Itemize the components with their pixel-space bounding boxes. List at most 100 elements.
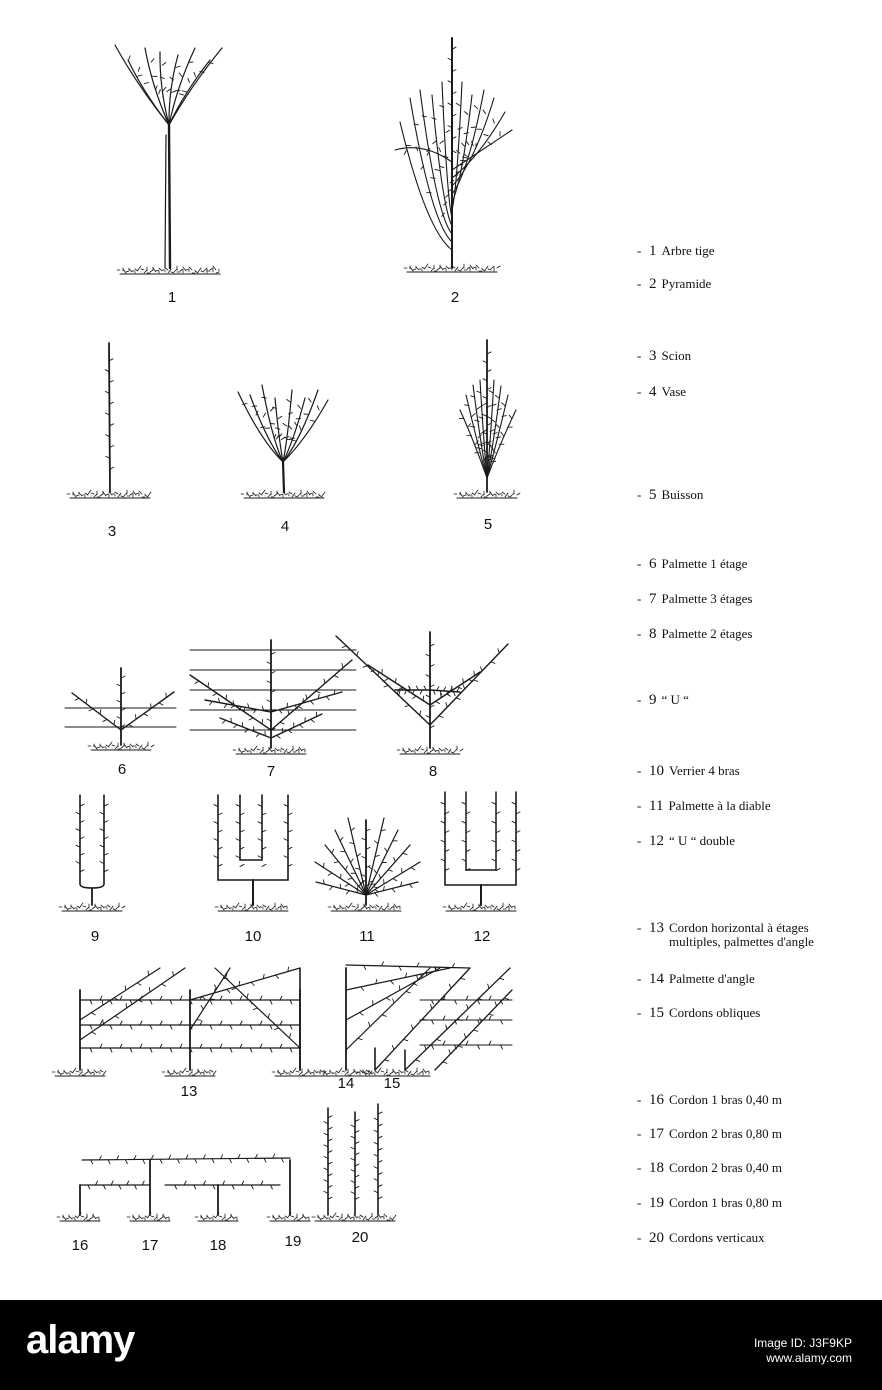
legend-label: Palmette 2 étages [662, 626, 753, 641]
figure-number-18: 18 [198, 1237, 238, 1254]
legend-number: 20 [649, 1230, 664, 1246]
figure-number-9: 9 [75, 928, 115, 945]
legend-dash: - [637, 1161, 649, 1175]
legend-dash: - [637, 799, 649, 813]
legend-label: Scion [662, 348, 692, 363]
figure-number-7: 7 [251, 763, 291, 780]
legend-label: Cordon 2 bras 0,40 m [669, 1160, 782, 1175]
legend-label: Palmette à la diable [668, 798, 770, 813]
legend-number: 10 [649, 763, 664, 779]
legend-number: 3 [649, 348, 657, 364]
figure-5-buisson [454, 340, 520, 498]
legend-item-15: -15Cordons obliques [637, 1006, 760, 1020]
legend-item-10: -10 Verrier 4 bras [637, 764, 740, 778]
legend-dash: - [637, 488, 649, 502]
legend-label: “ U “ [662, 692, 689, 707]
figure-number-1: 1 [152, 289, 192, 306]
legend-label: Pyramide [662, 276, 712, 291]
legend-label: Palmette 3 étages [662, 591, 753, 606]
figure-number-20: 20 [340, 1229, 380, 1246]
legend-dash: - [637, 1093, 649, 1107]
legend-item-5: -5 Buisson [637, 488, 703, 502]
figure-number-2: 2 [435, 289, 475, 306]
legend-number: 9 [649, 692, 657, 708]
legend-dash: - [637, 557, 649, 571]
legend-label: Vase [662, 384, 687, 399]
figure-16-19-cordons [57, 1154, 310, 1221]
figure-4-vase [238, 385, 328, 498]
figure-number-17: 17 [130, 1237, 170, 1254]
legend-dash: - [637, 244, 649, 258]
figure-number-4: 4 [265, 518, 305, 535]
legend-number: 12 [649, 833, 664, 849]
figure-number-19: 19 [273, 1233, 313, 1250]
legend-number: 1 [649, 243, 657, 259]
legend-number: 4 [649, 384, 657, 400]
figure-number-11: 11 [347, 928, 387, 945]
legend-dash: - [637, 277, 649, 291]
legend-item-4: -4Vase [637, 385, 686, 399]
image-id-text: Image ID: J3F9KP www.alamy.com [754, 1336, 852, 1366]
figure-15-cordons-obliques [357, 968, 512, 1076]
legend-label: Verrier 4 bras [669, 763, 740, 778]
figure-14-palmette-dangle [318, 962, 470, 1076]
legend-item-3: -3 Scion [637, 349, 691, 363]
legend-label: “ U “ double [669, 833, 735, 848]
legend-number: 19 [649, 1195, 664, 1211]
figure-7-palmette-3-etages [190, 640, 356, 754]
figure-number-15: 15 [372, 1075, 412, 1092]
figure-12-u-double [441, 792, 520, 911]
figure-number-10: 10 [233, 928, 273, 945]
legend-number: 11 [649, 798, 663, 814]
legend-dash: - [637, 349, 649, 363]
figure-1-arbre-tige [115, 45, 222, 274]
figure-number-6: 6 [102, 761, 142, 778]
figure-8-palmette-2-etages [336, 632, 508, 754]
figure-6-palmette-1-etage [65, 668, 176, 750]
legend-number: 6 [649, 556, 657, 572]
legend-number: 8 [649, 626, 657, 642]
legend-item-20: -20 Cordons verticaux [637, 1231, 765, 1245]
legend-label: Cordon horizontal à étages multiples, pa… [669, 921, 849, 949]
legend-item-8: -8 Palmette 2 étages [637, 627, 752, 641]
legend-item-14: -14 Palmette d'angle [637, 972, 755, 986]
legend-dash: - [637, 1231, 649, 1245]
figure-2-pyramide [395, 38, 512, 272]
figure-10-verrier-4-bras [214, 795, 292, 911]
legend-label: Arbre tige [662, 243, 715, 258]
legend-dash: - [637, 627, 649, 641]
legend-number: 17 [649, 1126, 664, 1142]
stock-photo-footer: alamy Image ID: J3F9KP www.alamy.com [0, 1300, 882, 1390]
legend-item-9: -9 “ U “ [637, 693, 689, 707]
legend-number: 5 [649, 487, 657, 503]
figure-number-14: 14 [326, 1075, 366, 1092]
alamy-logo: alamy [26, 1318, 134, 1363]
legend-label: Palmette d'angle [669, 971, 755, 986]
legend-number: 13 [649, 920, 664, 936]
legend-item-11: -11 Palmette à la diable [637, 799, 771, 813]
legend-label: Palmette 1 étage [662, 556, 748, 571]
legend-dash: - [637, 1127, 649, 1141]
legend-dash: - [637, 764, 649, 778]
legend-number: 15 [649, 1005, 664, 1021]
figure-number-12: 12 [462, 928, 502, 945]
legend-item-13: -13 Cordon horizontal à étages multiples,… [637, 921, 849, 949]
legend-item-18: -18 Cordon 2 bras 0,40 m [637, 1161, 782, 1175]
legend-label: Cordons verticaux [669, 1230, 765, 1245]
legend-number: 14 [649, 971, 664, 987]
figure-3-scion [67, 343, 151, 498]
figure-11-palmette-a-la-diable [315, 818, 420, 911]
legend-item-12: -12 “ U “ double [637, 834, 735, 848]
legend-number: 18 [649, 1160, 664, 1176]
figure-number-8: 8 [413, 763, 453, 780]
legend-dash: - [637, 921, 649, 935]
legend-dash: - [637, 834, 649, 848]
legend-label: Buisson [662, 487, 704, 502]
legend-dash: - [637, 1196, 649, 1210]
legend-item-7: -7Palmette 3 étages [637, 592, 752, 606]
legend-dash: - [637, 693, 649, 707]
legend-dash: - [637, 972, 649, 986]
legend-label: Cordon 1 bras 0,40 m [669, 1092, 782, 1107]
